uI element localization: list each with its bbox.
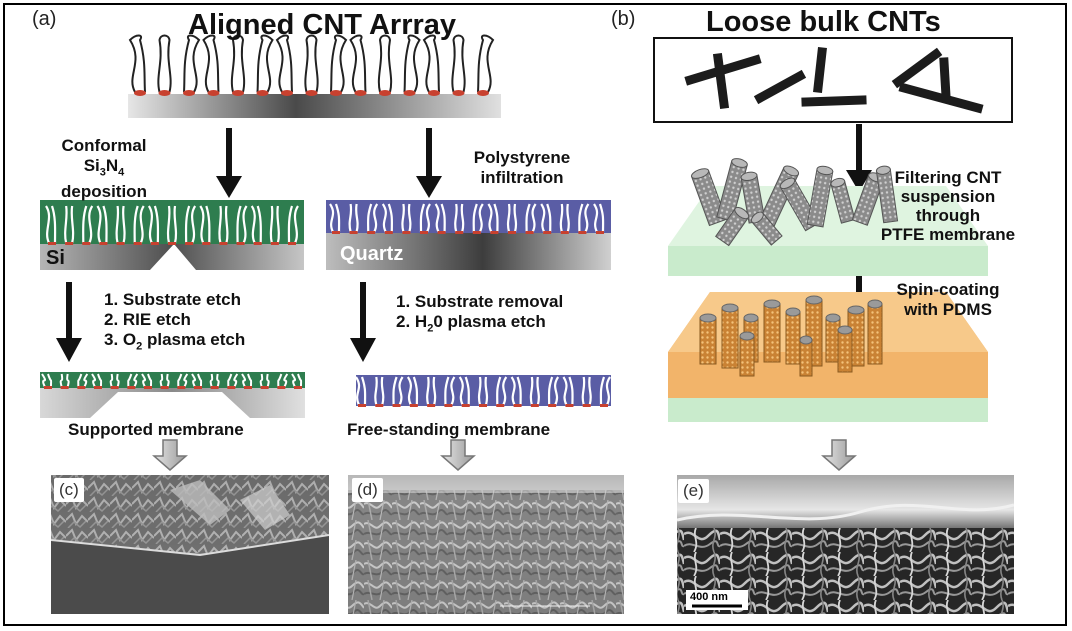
arrow-to-filtering	[846, 124, 872, 192]
filtering-line1: Filtering CNT	[894, 168, 1002, 187]
panel-a-title: Aligned CNT Arrray	[188, 9, 457, 41]
supported-membrane-caption: Supported membrane	[68, 420, 244, 439]
sin-caption-line1: Conformal	[61, 136, 147, 155]
panel-b-title: Loose bulk CNTs	[706, 6, 941, 38]
polystyrene-caption-line1: Polystyrene	[473, 148, 571, 167]
free-standing-membrane	[355, 375, 611, 407]
filtering-line2: suspension	[900, 187, 996, 206]
etch-step-3: 3. O2 plasma etch	[104, 330, 246, 353]
filtering-line3: through	[915, 206, 981, 225]
arrow-etch-left	[56, 282, 82, 362]
sin-coating	[40, 200, 304, 244]
panel-b-label: (b)	[611, 8, 636, 30]
sem-image-d	[348, 475, 624, 614]
polystyrene-caption-line2: infiltration	[480, 168, 564, 187]
arrow-etch-right	[350, 282, 376, 362]
free-standing-membrane-caption: Free-standing membrane	[347, 420, 551, 439]
aligned-array-substrate-group	[128, 34, 501, 118]
etch-step-2: 2. RIE etch	[104, 310, 191, 329]
filtering-line4: PTFE membrane	[880, 225, 1016, 244]
sin-deposition-caption: Conformal Si3N4 deposition	[44, 136, 164, 202]
spin-coating-caption: Spin-coating with PDMS	[878, 280, 1018, 320]
pdms-stage	[668, 292, 988, 422]
sin-cnt-tubes	[45, 205, 299, 245]
top-cnt-tubes	[128, 34, 495, 93]
etch-step-1: 1. Substrate etch	[104, 290, 241, 309]
ptfe-filter-stage	[668, 158, 988, 276]
sem-image-e	[677, 475, 1014, 614]
arrow-to-sin	[216, 128, 242, 198]
result-arrows	[152, 439, 857, 471]
quartz-substrate	[326, 233, 611, 270]
removal-step-2: 2. H20 plasma etch	[396, 312, 546, 335]
polystyrene-matrix	[326, 200, 611, 233]
removal-step-1: 1. Substrate removal	[396, 292, 564, 311]
panel-d-label: (d)	[352, 478, 383, 502]
panel-c-label: (c)	[54, 478, 84, 502]
quartz-substrate-label: Quartz	[340, 243, 404, 265]
scale-bar-label: 400 nm	[690, 591, 728, 603]
spin-line2: with PDMS	[904, 300, 992, 319]
si-substrate	[40, 244, 304, 270]
arrow-to-polystyrene	[416, 128, 442, 198]
sin-caption-line2: Si3N4	[83, 156, 125, 179]
polystyrene-array	[326, 200, 611, 270]
si-substrate-label: Si	[46, 247, 65, 269]
sin-caption-line3: deposition	[61, 182, 147, 202]
supported-membrane	[40, 372, 305, 418]
loose-cnt-box	[653, 37, 1013, 123]
sin-deposited-array	[40, 200, 304, 270]
panel-a-label: (a)	[32, 8, 57, 30]
spin-line1: Spin-coating	[896, 280, 1000, 299]
filtering-caption: Filtering CNT suspension through PTFE me…	[868, 168, 1028, 244]
panel-e-label: (e)	[678, 479, 709, 503]
polystyrene-caption: Polystyrene infiltration	[462, 148, 582, 188]
sem-image-c	[51, 475, 329, 614]
top-substrate	[128, 94, 501, 118]
